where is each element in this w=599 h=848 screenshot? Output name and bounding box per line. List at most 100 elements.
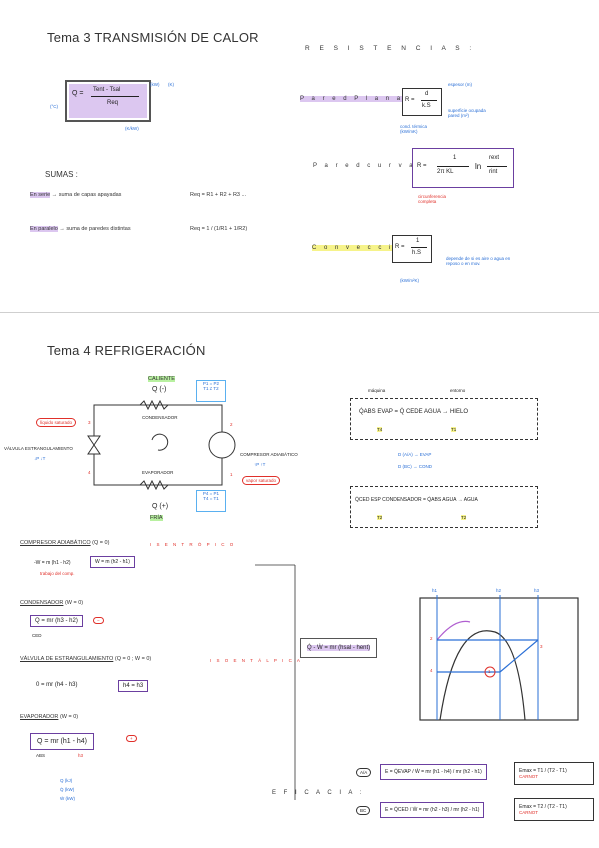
compresor-cond: (Q = 0) [92, 540, 110, 546]
isentropico-label: I S E N T R Ó P I C O [150, 542, 236, 547]
box-bottom-line1: P4 = P1 [202, 491, 220, 496]
curva-lnnum: rext [489, 155, 500, 161]
big-energy-eq: Q̇ - Ẇ = mr (hsal - hent) [300, 638, 378, 658]
serie-row: En serie → suma de capas apayadas [30, 192, 122, 198]
entorno-label: entorno [450, 388, 466, 393]
qced-t2: T2 [377, 515, 383, 520]
unit-qdot: Q̇ (kW) [60, 787, 75, 792]
tema3-title: Tema 3 TRANSMISIÓN DE CALOR [47, 30, 259, 45]
emax2: Emax = T2 / (T2 - T1) [519, 804, 567, 810]
paralelo-row: En paralelo → suma de paredes distintas [30, 226, 131, 232]
plana-formula-box: R = d k.S [402, 88, 442, 116]
node-4: 4 [88, 470, 91, 475]
conv-unit: (kW/m²K) [400, 278, 419, 283]
caliente-label: CALIENTE [148, 376, 175, 382]
ph-pt3: 3 [540, 644, 543, 649]
ph-h2: h2 [496, 588, 502, 593]
abs-label: ABS [36, 753, 46, 758]
plana-r: R = [405, 97, 415, 103]
eff-ab-eq: E = Q̇EVAP / Ẇ = mr (h1 - h4) / mr (h2 -… [380, 764, 487, 780]
box-top: P1 = P2 T1 ≠ T2 [196, 380, 226, 402]
curva-formula-box: R = 1 2π KL ln rext rint [412, 148, 514, 188]
evaporador-title: EVAPORADOR [20, 714, 59, 720]
evaporador-h3: h3 [78, 753, 84, 758]
qced-box: Q̇CED ESP CONDENSADOR = Q̇ABS AGUA → AGU… [350, 486, 538, 528]
pared-plana-label: P a r e d P l a n a [300, 96, 404, 102]
emax1: Emax = T1 / (T2 - T1) [519, 768, 567, 774]
emax1-box: Emax = T1 / (T2 - T1) CARNOT [514, 762, 594, 785]
evaporador-cond: (W = 0) [59, 714, 79, 720]
compresor-sub: ↑P ↑T [254, 462, 266, 467]
condensador-cond: (W = 0) [64, 600, 84, 606]
ph-h1: h1 [432, 588, 438, 593]
paralelo-result: Req = 1 / (1/R1 + 1/R2) [190, 226, 248, 232]
main-formula-box: Q = Tent - Tsal Req [65, 80, 151, 122]
valvula-eq1: 0 = mr (h4 - h3) [36, 682, 78, 688]
curva-den: 2π KL [437, 169, 454, 175]
evaporador-title-row: EVAPORADOR (W = 0) [20, 714, 78, 720]
curva-num: 1 [453, 155, 457, 161]
qced-eq: Q̇CED ESP CONDENSADOR = Q̇ABS AGUA → AGU… [355, 497, 478, 503]
q-plus: Q (+) [152, 503, 169, 510]
q-minus: Q (-) [152, 386, 167, 393]
condensador-eq: Q = mr (h3 - h2) [30, 615, 83, 627]
curva-note: circunferencia completa [418, 194, 447, 204]
isoentalpica-label: I S O E N T Á L P I C A [210, 658, 302, 663]
plana-num: d [425, 91, 429, 97]
conv-den: h.S [412, 250, 422, 256]
fria-label: FRÍA [150, 515, 163, 521]
ph-h3: h3 [534, 588, 540, 593]
curva-ln: ln [475, 162, 482, 171]
unit-kwk: (K/kW) [125, 126, 139, 131]
compresor-eq2: W = m (h2 - h1) [90, 556, 135, 568]
condensador-minus: − [93, 617, 104, 624]
qced-t2b: T2 [461, 515, 467, 520]
box-top-line2: T1 ≠ T2 [203, 386, 219, 391]
curva-lnden: rint [489, 169, 498, 175]
valvula-title: VÁLVULA DE ESTRANGULAMIENTO [20, 656, 114, 662]
unit-c: (°C) [50, 104, 59, 109]
eff-ab-tag: A/A [356, 768, 372, 777]
conv-r: R = [395, 244, 405, 250]
eff-bc-eq: E = Q̇CED / Ẇ = mr (h2 - h3) / mr (h2 - … [380, 802, 485, 818]
evaporador-plus: + [126, 735, 137, 742]
evaporador-eq: Q = mr (h1 - h4) [30, 733, 94, 750]
valvula-sub: ↓P ↓T [34, 456, 46, 461]
ph-pt2: 2 [430, 636, 433, 641]
ced-label: CED [32, 633, 42, 638]
box-top-line1: P1 = P2 [202, 381, 220, 386]
qabs-eq: Q̇ABS EVAP = Q̇ CEDE AGUA → HIELO [359, 409, 468, 415]
paralelo-text: suma de paredes distintas [66, 226, 131, 232]
unit-k: (K) [168, 82, 174, 87]
liquido-sat: líquido saturado [36, 418, 77, 427]
serie-text: suma de capas apayadas [58, 192, 122, 198]
d-ab: D (A/A) → EVAP [398, 452, 432, 457]
formula-q: Q = [72, 90, 84, 97]
condensador-title-row: CONDENSADOR (W = 0) [20, 600, 83, 606]
serie-result: Req = R1 + R2 + R3 ... [190, 192, 247, 198]
emax2-box: Emax = T2 / (T2 - T1) CARNOT [514, 798, 594, 821]
ph-pt1: 1 [488, 669, 491, 674]
unit-wdot: Ẇ (kW) [60, 796, 75, 801]
node-1: 1 [230, 472, 233, 477]
valvula-label: VÁLVULA ESTRANGULAMIENTO [4, 446, 73, 451]
compresor-label: COMPRESOR ADIABÁTICO [240, 452, 298, 457]
ph-pt4: 4 [430, 668, 433, 673]
section-divider [0, 312, 599, 313]
conv-num: 1 [416, 238, 420, 244]
vapor-sat: vapor saturado [242, 476, 281, 485]
sumas-label: SUMAS : [45, 170, 78, 179]
condensador-label: CONDENSADOR [142, 415, 178, 420]
compresor-title: COMPRESOR ADIABÁTICO [20, 540, 91, 546]
node-3: 3 [88, 420, 91, 425]
node-2: 2 [230, 422, 233, 427]
big-eq-text: Q̇ - Ẇ = mr (hsal - hent) [307, 645, 371, 651]
tema4-title: Tema 4 REFRIGERACIÓN [47, 343, 206, 358]
compresor-title-row: COMPRESOR ADIABÁTICO (Q = 0) [20, 540, 109, 546]
conveccion-label: C o n v e c c i ó n [312, 245, 416, 251]
condensador-title: CONDENSADOR [20, 600, 64, 606]
compresor-note: trabajo del comp. [40, 571, 75, 576]
valvula-cond: (Q = 0 ; W = 0) [114, 656, 152, 662]
